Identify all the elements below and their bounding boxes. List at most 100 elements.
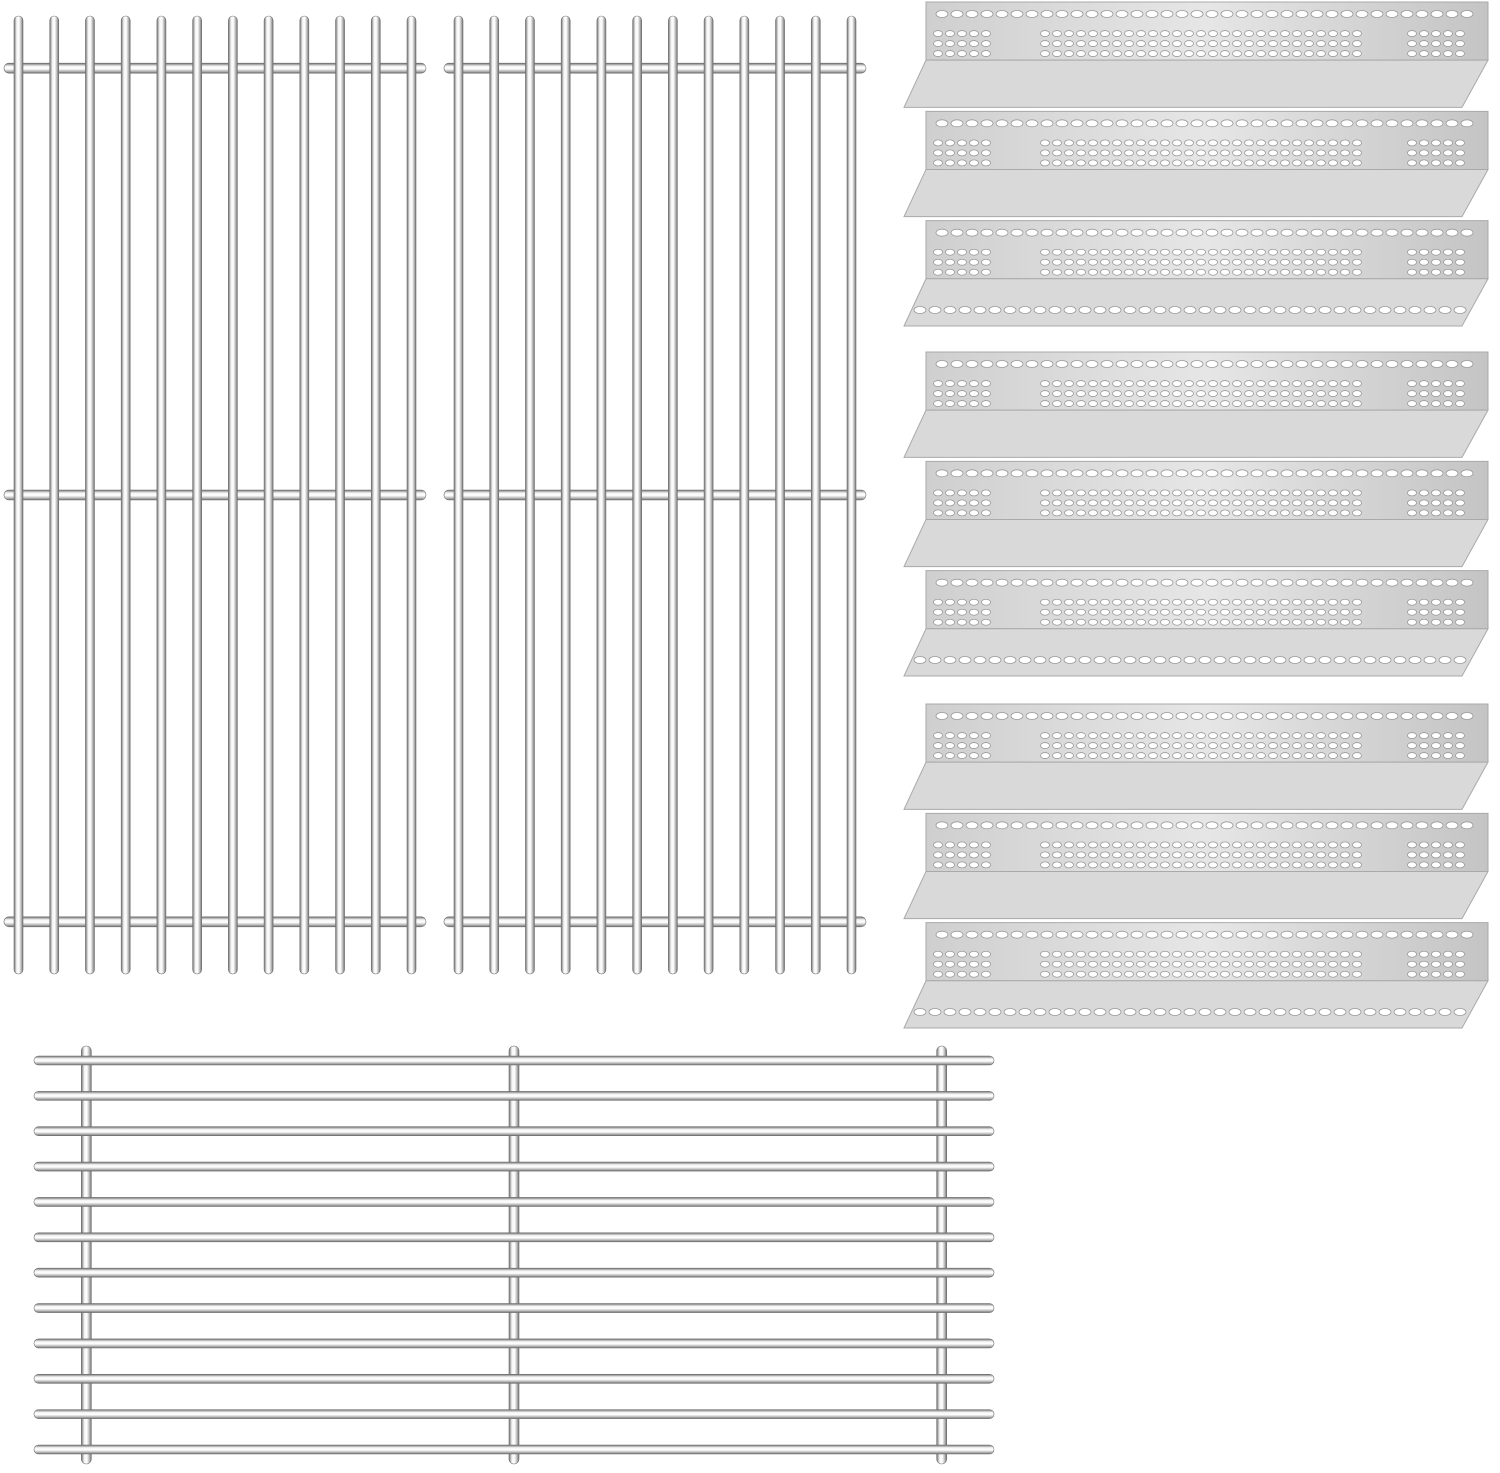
vent-hole: [1168, 656, 1182, 664]
vent-hole: [1196, 258, 1206, 266]
vent-hole: [1268, 950, 1278, 958]
vent-hole: [1235, 360, 1249, 368]
vent-hole: [1273, 656, 1287, 664]
vent-hole: [945, 149, 955, 157]
vent-hole: [1304, 841, 1314, 849]
vent-hole: [1443, 258, 1453, 266]
vent-hole: [1048, 656, 1062, 664]
vent-hole: [1408, 1008, 1422, 1016]
vent-hole: [1124, 841, 1134, 849]
vent-hole: [1244, 40, 1254, 47]
vent-hole: [1455, 268, 1465, 276]
vent-hole: [1064, 618, 1074, 626]
vent-hole: [1292, 970, 1302, 978]
vent-hole: [1443, 742, 1453, 749]
vent-hole: [965, 360, 979, 368]
vent-hole: [1355, 10, 1369, 18]
grate-rod: [299, 15, 310, 975]
vent-hole: [1352, 509, 1362, 517]
vent-hole: [1352, 489, 1362, 497]
vent-hole: [1431, 742, 1441, 749]
vent-hole: [1310, 578, 1324, 587]
vent-hole: [945, 608, 955, 616]
vent-hole: [1268, 509, 1278, 517]
vent-hole: [1052, 851, 1062, 859]
vent-hole: [1340, 149, 1350, 157]
vent-hole: [1352, 139, 1362, 147]
vent-hole: [1340, 732, 1350, 739]
vent-hole: [1310, 228, 1324, 237]
vent-hole: [1172, 851, 1182, 859]
vent-hole: [1040, 400, 1050, 407]
vent-hole: [1232, 732, 1242, 739]
vent-hole: [1124, 861, 1134, 869]
vent-hole: [1280, 861, 1290, 869]
vent-hole: [933, 268, 943, 276]
vent-hole: [981, 742, 991, 749]
vent-hole: [1085, 469, 1099, 478]
vent-hole: [1385, 10, 1399, 18]
vent-hole: [1112, 732, 1122, 739]
vent-hole: [945, 268, 955, 276]
vent-hole: [945, 598, 955, 606]
vent-hole: [1208, 841, 1218, 849]
vent-hole: [1244, 268, 1254, 276]
vent-hole: [957, 851, 967, 859]
vent-hole: [933, 149, 943, 157]
vent-hole: [1348, 1008, 1362, 1016]
vent-hole: [1183, 1008, 1197, 1016]
vent-hole: [1196, 841, 1206, 849]
vent-hole: [1415, 10, 1429, 18]
vent-hole: [1352, 608, 1362, 616]
vent-hole: [1328, 489, 1338, 497]
vent-hole: [1280, 119, 1294, 128]
vent-hole: [1208, 509, 1218, 517]
vent-hole: [1292, 380, 1302, 387]
vent-hole: [1235, 712, 1249, 720]
vent-hole: [1100, 618, 1110, 626]
vent-hole: [1407, 258, 1417, 266]
vent-hole: [1088, 732, 1098, 739]
vent-hole: [1460, 119, 1474, 128]
vent-hole: [1040, 40, 1050, 47]
vent-hole: [1136, 380, 1146, 387]
vent-hole: [1172, 509, 1182, 517]
vent-hole: [1076, 489, 1086, 497]
vent-hole: [965, 821, 979, 830]
vent-hole: [1244, 248, 1254, 256]
vent-hole: [1184, 149, 1194, 157]
vent-hole: [1340, 970, 1350, 978]
vent-hole: [1460, 821, 1474, 830]
vent-hole: [1340, 950, 1350, 958]
vent-hole: [1352, 149, 1362, 157]
vent-hole: [980, 469, 994, 478]
vent-hole: [1280, 139, 1290, 147]
vent-hole: [1220, 618, 1230, 626]
vent-hole: [1355, 930, 1369, 939]
vent-hole: [1196, 50, 1206, 57]
vent-hole: [1292, 248, 1302, 256]
vent-hole: [1040, 499, 1050, 507]
vent-hole: [969, 950, 979, 958]
vent-hole: [945, 390, 955, 397]
heat-plate-middle: [900, 350, 1492, 678]
vent-hole: [1100, 752, 1110, 759]
vent-hole: [995, 578, 1009, 587]
vent-hole: [1370, 930, 1384, 939]
vent-hole: [957, 970, 967, 978]
vent-hole: [1205, 469, 1219, 478]
vent-hole: [945, 752, 955, 759]
vent-hole: [969, 139, 979, 147]
vent-hole: [1419, 40, 1429, 47]
vent-hole: [1064, 742, 1074, 749]
vent-hole: [1040, 821, 1054, 830]
vent-hole: [945, 742, 955, 749]
vent-hole: [1184, 608, 1194, 616]
grate-rod: [49, 15, 60, 975]
vent-hole: [1378, 1008, 1392, 1016]
vent-hole: [1304, 149, 1314, 157]
vent-hole: [957, 950, 967, 958]
vent-hole: [980, 119, 994, 128]
vent-hole: [1088, 40, 1098, 47]
vent-hole: [1136, 752, 1146, 759]
